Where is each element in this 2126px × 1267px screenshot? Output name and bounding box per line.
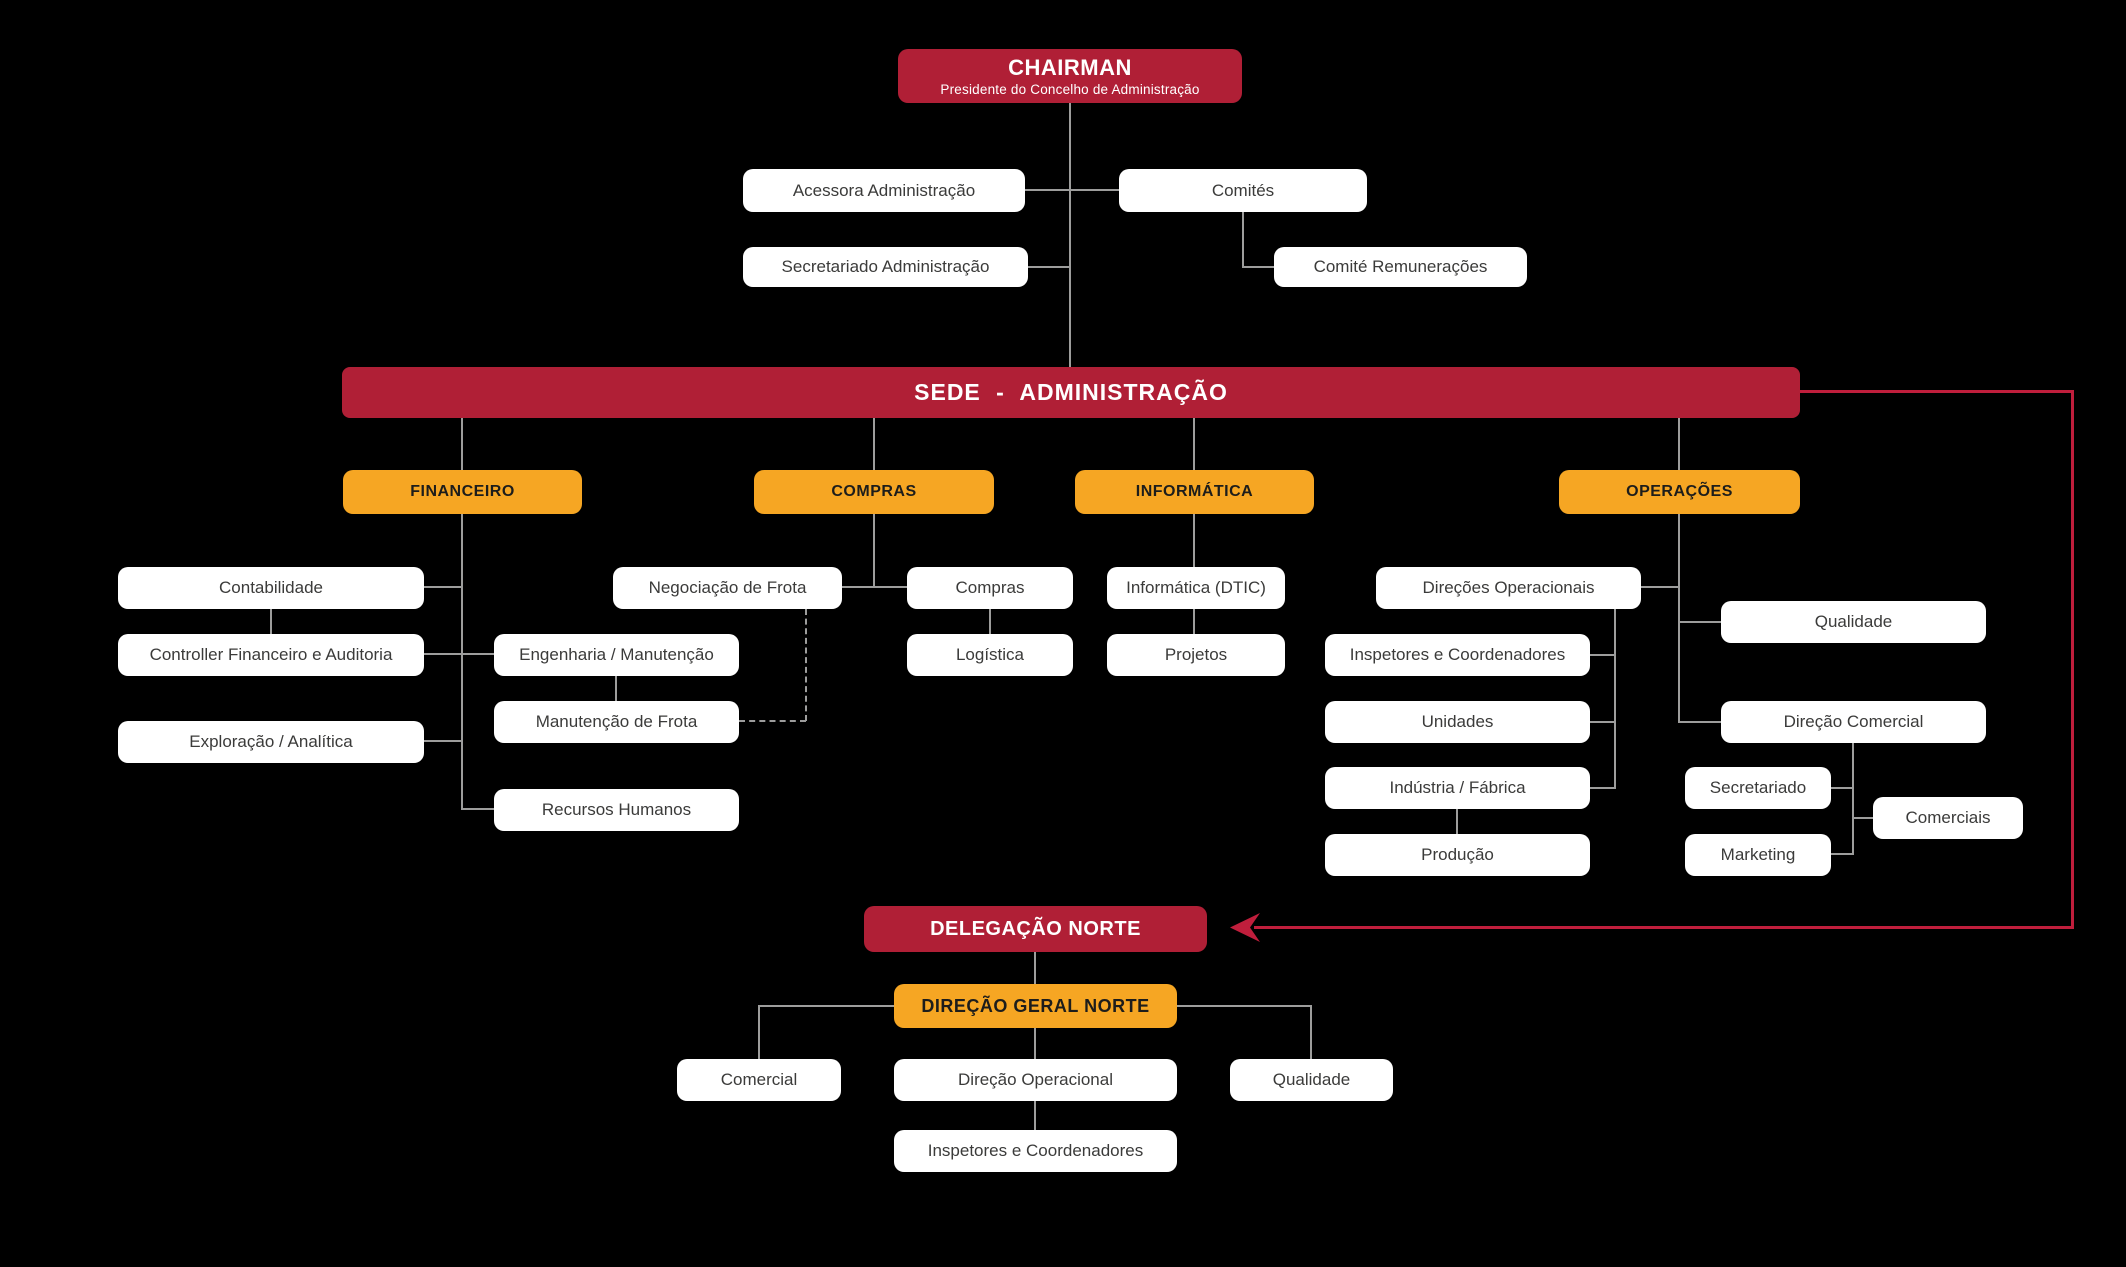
line-trunk-direcao-comercial: [1680, 721, 1721, 723]
line-branch-qualidade: [1310, 1005, 1312, 1059]
line-unidades-subtrunk: [1590, 721, 1614, 723]
node-direcao-operacional-norte: Direção Operacional: [894, 1059, 1177, 1101]
line-trunk-qualidade: [1680, 621, 1721, 623]
node-operacoes: OPERAÇÕES: [1559, 470, 1800, 514]
chairman-subtitle: Presidente do Concelho de Administração: [940, 81, 1200, 97]
line-direcao-op-inspetores: [1034, 1101, 1036, 1130]
node-secretariado-administracao: Secretariado Administração: [743, 247, 1028, 287]
node-compras: Compras: [907, 567, 1073, 609]
node-compras-direcao: COMPRAS: [754, 470, 994, 514]
node-direcao-geral-norte: DIREÇÃO GERAL NORTE: [894, 984, 1177, 1028]
node-comerciais: Comerciais: [1873, 797, 2023, 839]
line-secretariado-trunk: [1028, 266, 1071, 268]
line-direcoes-op-trunk: [1641, 586, 1678, 588]
line-sede-compras: [873, 418, 875, 470]
node-controller-financeiro-auditoria: Controller Financeiro e Auditoria: [118, 634, 424, 676]
node-projetos: Projetos: [1107, 634, 1285, 676]
red-arrowhead-icon: [1230, 913, 1260, 942]
line-comerciais-branch: [1854, 817, 1873, 819]
line-negociacao-compras: [842, 586, 907, 588]
line-to-comite-remuneracoes: [1242, 266, 1276, 268]
node-inspetores-coordenadores: Inspetores e Coordenadores: [1325, 634, 1590, 676]
line-dgn-direcao-operacional: [1034, 1028, 1036, 1059]
line-informatica-dtic: [1193, 514, 1195, 567]
node-industria-fabrica: Indústria / Fábrica: [1325, 767, 1590, 809]
node-qualidade-operacoes: Qualidade: [1721, 601, 1986, 643]
node-direcao-comercial: Direção Comercial: [1721, 701, 1986, 743]
dashed-line-negociacao-down: [805, 609, 807, 721]
node-inspetores-coordenadores-norte: Inspetores e Coordenadores: [894, 1130, 1177, 1172]
line-controller-engenharia: [424, 653, 494, 655]
line-industria-producao: [1456, 809, 1458, 834]
node-informatica-dtic: Informática (DTIC): [1107, 567, 1285, 609]
line-financeiro-trunk: [461, 514, 463, 810]
line-trunk-recursos: [463, 808, 494, 810]
line-dgn-left-branch: [758, 1005, 894, 1007]
line-exploracao-trunk: [424, 740, 461, 742]
line-chairman-to-sede: [1069, 103, 1071, 367]
red-line-down: [2071, 390, 2074, 929]
line-contabilidade-trunk: [424, 586, 461, 588]
line-compras-trunk: [873, 514, 875, 587]
line-compras-logistica: [989, 609, 991, 634]
node-comercial-norte: Comercial: [677, 1059, 841, 1101]
line-dgn-right-branch: [1177, 1005, 1312, 1007]
node-secretariado-comercial: Secretariado: [1685, 767, 1831, 809]
node-unidades: Unidades: [1325, 701, 1590, 743]
node-comites: Comités: [1119, 169, 1367, 212]
node-marketing: Marketing: [1685, 834, 1831, 876]
line-engenharia-manutencao: [615, 676, 617, 701]
line-direcao-comercial-down: [1852, 743, 1854, 855]
line-operacoes-trunk: [1678, 514, 1680, 723]
node-exploracao-analitica: Exploração / Analítica: [118, 721, 424, 763]
node-recursos-humanos: Recursos Humanos: [494, 789, 739, 831]
node-logistica: Logística: [907, 634, 1073, 676]
node-producao: Produção: [1325, 834, 1590, 876]
node-acessora-administracao: Acessora Administração: [743, 169, 1025, 212]
node-delegacao-norte: DELEGAÇÃO NORTE: [864, 906, 1207, 952]
node-financeiro: FINANCEIRO: [343, 470, 582, 514]
node-direcoes-operacionais: Direções Operacionais: [1376, 567, 1641, 609]
line-inspetores-subtrunk: [1590, 654, 1614, 656]
chairman-title: CHAIRMAN: [1008, 54, 1132, 80]
node-qualidade-norte: Qualidade: [1230, 1059, 1393, 1101]
line-marketing-branch: [1831, 853, 1852, 855]
line-dtic-projetos: [1193, 609, 1195, 634]
line-industria-subtrunk: [1590, 787, 1614, 789]
line-direcoes-op-subtrunk: [1614, 609, 1616, 789]
line-acessora-comites: [1025, 189, 1119, 191]
node-chairman: CHAIRMAN Presidente do Concelho de Admin…: [898, 49, 1242, 103]
node-sede-administracao: SEDE - ADMINISTRAÇÃO: [342, 367, 1800, 418]
line-secretariado-branch: [1831, 787, 1852, 789]
line-sede-operacoes: [1678, 418, 1680, 470]
node-engenharia-manutencao: Engenharia / Manutenção: [494, 634, 739, 676]
line-contabilidade-controller: [270, 609, 272, 634]
node-manutencao-de-frota: Manutenção de Frota: [494, 701, 739, 743]
line-sede-financeiro: [461, 418, 463, 470]
node-comite-remuneracoes: Comité Remunerações: [1274, 247, 1527, 287]
node-informatica-direcao: INFORMÁTICA: [1075, 470, 1314, 514]
line-comites-down: [1242, 212, 1244, 268]
red-line-to-delegacao: [1254, 926, 2074, 929]
red-line-sede-right: [1800, 390, 2074, 393]
node-contabilidade: Contabilidade: [118, 567, 424, 609]
dashed-line-to-manutencao: [739, 720, 806, 722]
line-branch-comercial: [758, 1005, 760, 1059]
node-negociacao-de-frota: Negociação de Frota: [613, 567, 842, 609]
line-delegacao-dgn: [1034, 952, 1036, 984]
line-sede-informatica: [1193, 418, 1195, 470]
